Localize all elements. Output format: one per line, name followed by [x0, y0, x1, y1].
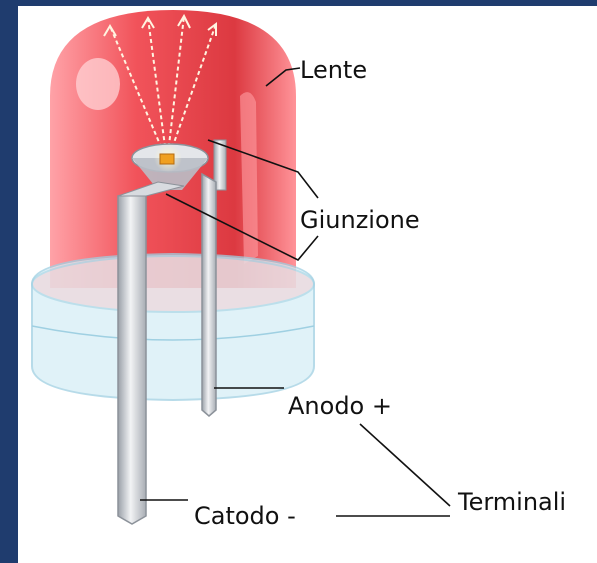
label-junction: Giunzione: [300, 208, 420, 232]
base-ring: [32, 254, 314, 400]
diagram-frame: Lente Giunzione Anodo + Catodo - Termina…: [18, 6, 597, 563]
label-lens: Lente: [300, 58, 367, 82]
label-cathode: Catodo -: [194, 504, 296, 528]
led-diagram: [18, 6, 597, 563]
anode-lead: [202, 174, 216, 416]
lens-highlight: [76, 58, 120, 110]
label-terminals: Terminali: [458, 490, 566, 514]
label-anode: Anodo +: [288, 394, 392, 418]
